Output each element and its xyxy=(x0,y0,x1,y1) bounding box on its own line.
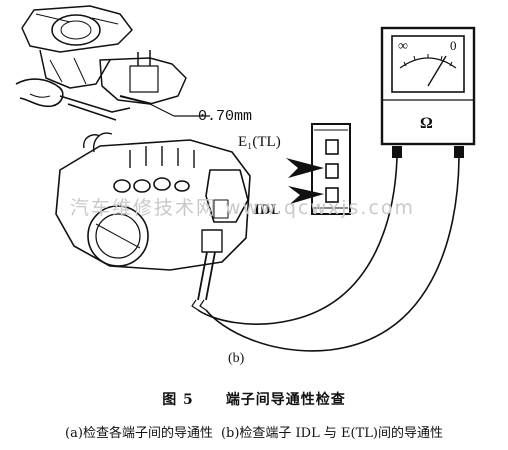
scale-zero-label: 0 xyxy=(450,38,457,53)
subfigure-label: (b) xyxy=(228,351,245,366)
ohm-symbol: Ω xyxy=(420,115,433,132)
arrow-to-e1-terminal xyxy=(286,158,324,178)
caption-part-b: (b)检查端子 IDL 与 E(TL)间的导通性 xyxy=(220,426,443,441)
e1-terminal-label: E₁(TL) xyxy=(238,134,281,150)
scale-infinity-label: ∞ xyxy=(398,39,408,54)
terminal-connector xyxy=(311,123,351,215)
caption-part-a: (a)检查各端子间的导通性 xyxy=(65,426,213,441)
test-leads xyxy=(197,157,460,352)
watermark-text: 汽车维修技术网 www.qcwxjs.com xyxy=(70,197,415,219)
figure-caption-title: 图 5 端子间导通性检查 xyxy=(0,389,508,409)
figure-title: 端子间导通性检查 xyxy=(225,392,346,408)
ohmmeter xyxy=(380,26,476,158)
throttle-body-illustration xyxy=(55,132,251,311)
gap-label: 0.70mm xyxy=(198,108,252,125)
feeler-gauge-illustration xyxy=(15,5,210,121)
figure-number: 图 5 xyxy=(162,392,194,408)
figure-caption-parts: (a)检查各端子间的导通性 (b)检查端子 IDL 与 E(TL)间的导通性 xyxy=(0,422,508,441)
arrow-to-idl-terminal xyxy=(288,186,324,204)
idl-terminal-label: IDL xyxy=(254,202,281,218)
